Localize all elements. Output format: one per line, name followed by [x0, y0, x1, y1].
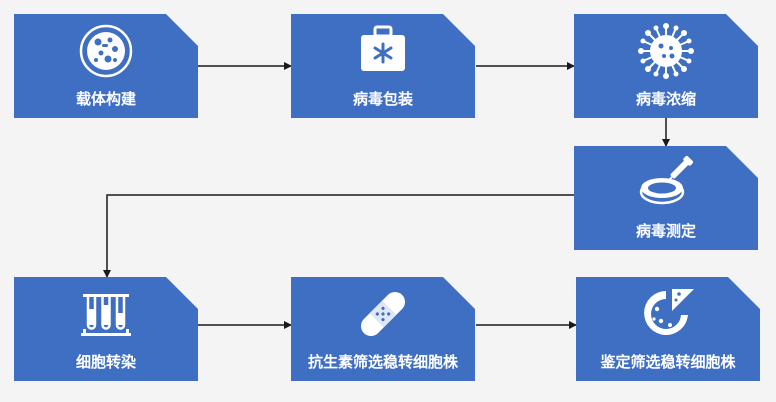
step-label: 病毒包装 [352, 90, 413, 108]
step-card-virus-titration: 病毒测定 [574, 146, 758, 250]
arrow-step4-to-step5 [103, 194, 574, 278]
step-card-virus-packaging: 病毒包装 [291, 14, 475, 118]
step-label: 病毒浓缩 [635, 90, 696, 108]
test-tube-rack-icon [77, 285, 135, 343]
step-card-identification-screening: 鉴定筛选稳转细胞株 [576, 277, 760, 381]
dropper-dish-icon [637, 154, 695, 212]
virus-icon [637, 22, 695, 80]
step-card-virus-concentration: 病毒浓缩 [574, 14, 758, 118]
step-label: 载体构建 [75, 90, 136, 108]
step-label: 抗生素筛选稳转细胞株 [307, 353, 458, 371]
step-card-antibiotic-selection: 抗生素筛选稳转细胞株 [291, 277, 475, 381]
petri-dish-icon [77, 22, 135, 80]
bandage-icon [354, 285, 412, 343]
pizza-icon [639, 285, 697, 343]
step-card-cell-transfection: 细胞转染 [14, 277, 198, 381]
step-label: 病毒测定 [635, 222, 696, 240]
medical-kit-icon [354, 22, 412, 80]
step-label: 细胞转染 [75, 353, 136, 371]
step-card-vector-construction: 载体构建 [14, 14, 198, 118]
step-label: 鉴定筛选稳转细胞株 [600, 353, 736, 371]
